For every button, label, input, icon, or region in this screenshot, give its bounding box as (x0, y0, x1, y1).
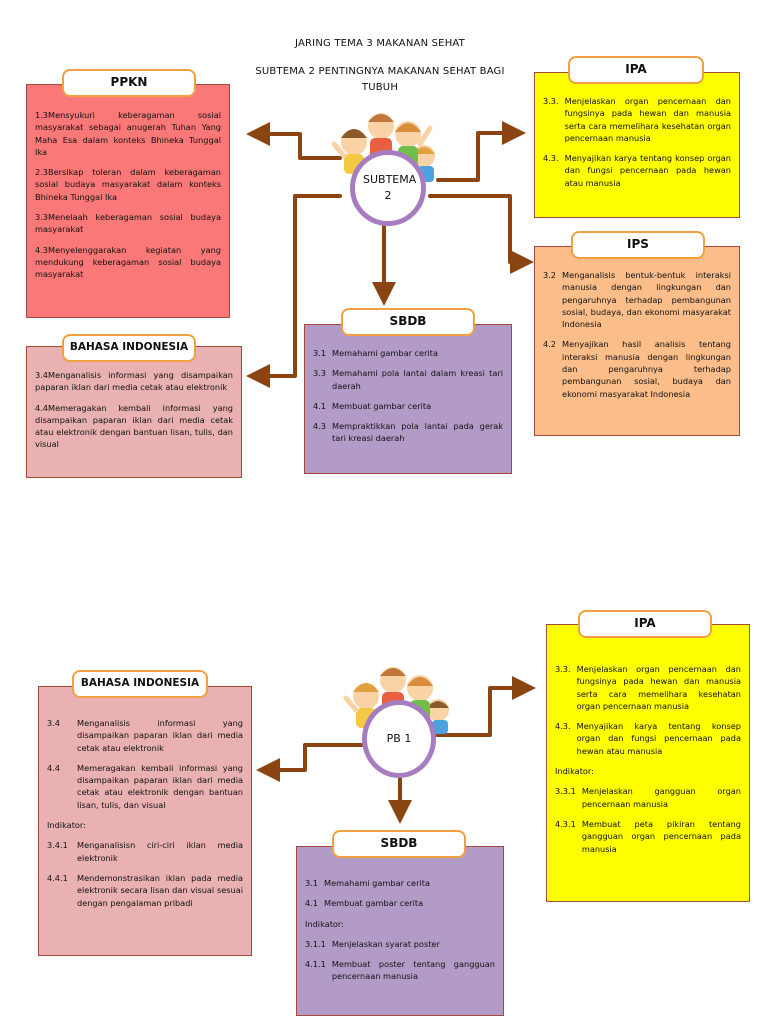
ipa-item-number: 4.3. (555, 721, 571, 732)
sbdb-box-pb: 3.1 Memahami gambar cerita 4.1 Membuat gam… (296, 846, 504, 1016)
center-node-pb: PB 1 (362, 700, 436, 778)
ppkn-item: 3.3Menelaah keberagaman sosial budaya ma… (35, 212, 221, 235)
indikator-number: 4.4.1 (47, 872, 68, 883)
ips-item-number: 3.2 (543, 270, 557, 280)
ips-item-text: Menganalisis bentuk-bentuk interaksi man… (562, 270, 731, 330)
sbdb-item-text: Memahami pola lantai dalam kreasi tari d… (332, 368, 503, 391)
bi-item-text: Menganalisis informasi yang disampaikan … (77, 718, 243, 753)
center-node-label: SUBTEMA 2 (363, 172, 417, 203)
ipa-item-number: 3.3. (555, 664, 571, 674)
ipa-box-pb: 3.3. Menjelaskan organ pencernaan dan fun… (546, 624, 750, 902)
sbdb-item-text: Membuat gambar cerita (332, 400, 432, 411)
bahasa-indonesia-box: 3.4Menganalisis informasi yang disampaik… (26, 346, 242, 478)
indikator-text: Membuat poster tentang gangguan pencerna… (331, 959, 495, 982)
sbdb-item-number: 4.1 (313, 400, 327, 411)
ppkn-item: 2.3Bersikap toleran dalam keberagaman so… (35, 167, 221, 202)
indikator-text: Menjelaskan gangguan organ pencernaan ma… (581, 786, 741, 809)
page-subtitle: SUBTEMA 2 PENTINGNYA MAKANAN SEHAT BAGI … (255, 66, 505, 93)
sbdb-item-number: 4.3 (313, 421, 327, 432)
ipa-label: IPA (568, 56, 704, 84)
sbdb-item-number: 4.1 (305, 898, 319, 909)
sbdb-item-number: 3.1 (313, 348, 327, 358)
ips-box: 3.2 Menganalisis bentuk-bentuk interaksi … (534, 246, 740, 436)
bahasa-indonesia-label: BAHASA INDONESIA (62, 334, 196, 362)
sbdb-item: 3.1 Memahami gambar cerita (313, 347, 503, 359)
ipa-item-number: 4.3. (543, 153, 559, 164)
page-title: JARING TEMA 3 MAKANAN SEHAT (295, 38, 465, 49)
indikator-heading: Indikator: (305, 918, 344, 929)
sbdb-box: 3.1 Memahami gambar cerita 3.3 Memahami po… (304, 324, 512, 474)
ipa-item-text: Menjelaskan organ pencernaan dan fungsin… (576, 664, 741, 711)
ips-item-text: Menyajikan hasil analisis tentang intera… (562, 339, 731, 399)
indikator-text: Menganalisisn ciri-ciri iklan media elek… (77, 840, 243, 863)
ipa-box: 3.3. Menjelaskan organ pencernaan dan fun… (534, 72, 740, 218)
sbdb-item-number: 3.3 (313, 368, 327, 379)
ips-label: IPS (571, 231, 705, 259)
indikator-number: 4.1.1 (305, 959, 326, 970)
indikator-number: 3.3.1 (555, 786, 576, 797)
indikator-number: 3.1.1 (305, 938, 326, 949)
indikator-number: 4.3.1 (555, 818, 576, 829)
ppkn-box: 1.3Mensyukuri keberagaman sosial masyara… (26, 84, 230, 318)
indikator-item: 3.4.1 Menganalisisn ciri-ciri iklan media… (47, 839, 243, 864)
ipa-item: 3.3. Menjelaskan organ pencernaan dan fun… (543, 95, 731, 144)
indikator-text: Membuat peta pikiran tentang gangguan or… (581, 818, 741, 854)
sbdb-label: SBDB (341, 308, 475, 336)
indikator-text: Mendemonstrasikan iklan pada media elekt… (77, 872, 243, 908)
sbdb-item-text: Membuat gambar cerita (324, 898, 424, 909)
ipa-item: 4.3. Menyajikan karya tentang konsep orga… (555, 720, 741, 757)
sbdb-item: 4.3 Mempraktikkan pola lantai pada gerak … (313, 420, 503, 445)
bi-item-text: Memeragakan kembali informasi yang disam… (77, 762, 243, 810)
indikator-heading: Indikator: (47, 820, 86, 831)
bi-item: 3.4Menganalisis informasi yang disampaik… (35, 370, 233, 393)
sbdb-item-text: Memahami gambar cerita (332, 348, 438, 358)
sbdb-item-text: Memahami gambar cerita (324, 878, 430, 888)
bi-item-number: 3.4 (47, 718, 61, 728)
ipa-item: 3.3. Menjelaskan organ pencernaan dan fun… (555, 663, 741, 712)
sbdb-item: 4.1 Membuat gambar cerita (305, 897, 495, 909)
indikator-text: Menjelaskan syarat poster (331, 938, 440, 949)
indikator-item: 3.3.1 Menjelaskan gangguan organ pencerna… (555, 785, 741, 810)
bi-item: 4.4Memeragakan kembali informasi yang di… (35, 402, 233, 450)
ips-item: 4.2 Menyajikan hasil analisis tentang int… (543, 338, 731, 399)
ppkn-label: PPKN (62, 69, 196, 97)
ipa-item: 4.3. Menyajikan karya tentang konsep orga… (543, 152, 731, 189)
bahasa-indonesia-label-pb: BAHASA INDONESIA (72, 670, 208, 698)
ipa-item-text: Menyajikan karya tentang konsep organ da… (564, 153, 731, 188)
ipa-item-text: Menyajikan karya tentang konsep organ da… (576, 721, 741, 756)
bi-item: 3.4 Menganalisis informasi yang disampaik… (47, 717, 243, 754)
sbdb-item-text: Mempraktikkan pola lantai pada gerak tar… (332, 421, 503, 444)
ppkn-item: 4.3Menyelenggarakan kegiatan yang menduk… (35, 244, 221, 280)
ipa-item-number: 3.3. (543, 96, 559, 106)
ips-item-number: 4.2 (543, 339, 557, 350)
indikator-item: 4.1.1 Membuat poster tentang gangguan pen… (305, 958, 495, 983)
ips-item: 3.2 Menganalisis bentuk-bentuk interaksi … (543, 269, 731, 330)
center-node-subtema: SUBTEMA 2 (350, 150, 426, 226)
indikator-heading: Indikator: (555, 766, 594, 777)
sbdb-label-pb: SBDB (332, 830, 466, 858)
indikator-item: 3.1.1 Menjelaskan syarat poster (305, 938, 495, 950)
indikator-item: 4.3.1 Membuat peta pikiran tentang ganggu… (555, 818, 741, 855)
ipa-item-text: Menjelaskan organ pencernaan dan fungsin… (564, 96, 731, 143)
sbdb-item: 3.3 Memahami pola lantai dalam kreasi tar… (313, 367, 503, 392)
bi-item: 4.4 Memeragakan kembali informasi yang di… (47, 762, 243, 811)
sbdb-item-number: 3.1 (305, 878, 319, 888)
center-node-label: PB 1 (386, 731, 412, 745)
indikator-number: 3.4.1 (47, 840, 68, 851)
sbdb-item: 3.1 Memahami gambar cerita (305, 877, 495, 889)
bahasa-indonesia-box-pb: 3.4 Menganalisis informasi yang disampaik… (38, 686, 252, 956)
bi-item-number: 4.4 (47, 762, 61, 773)
indikator-item: 4.4.1 Mendemonstrasikan iklan pada media … (47, 872, 243, 909)
ipa-label-pb: IPA (578, 610, 712, 638)
ppkn-item: 1.3Mensyukuri keberagaman sosial masyara… (35, 110, 221, 157)
sbdb-item: 4.1 Membuat gambar cerita (313, 400, 503, 412)
